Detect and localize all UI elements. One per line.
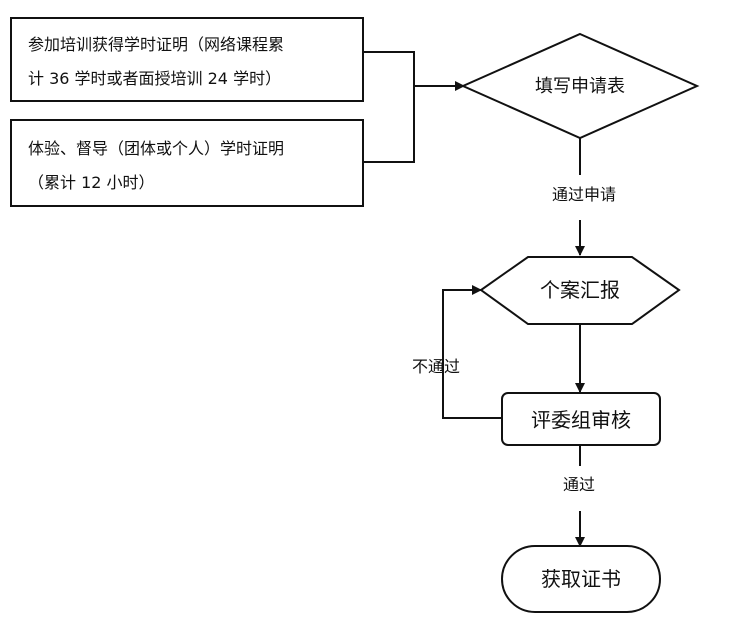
- case-report-hexagon: 个案汇报: [479, 256, 681, 325]
- cert-supervision-line1: 体验、督导（团体或个人）学时证明: [28, 139, 284, 158]
- cert-training-line1: 参加培训获得学时证明（网络课程累: [28, 35, 284, 54]
- cert-training-line2: 计 36 学时或者面授培训 24 学时）: [28, 69, 281, 88]
- case-report-label: 个案汇报: [540, 278, 620, 302]
- passed-label: 通过: [563, 475, 595, 494]
- cert-supervision-line2: （累计 12 小时）: [28, 173, 155, 192]
- fill-form-diamond: 填写申请表: [460, 32, 700, 140]
- committee-review-label: 评委组审核: [531, 408, 631, 432]
- get-certificate-terminal: 获取证书: [501, 545, 661, 613]
- not-passed-label: 不通过: [412, 357, 460, 376]
- cert-supervision-box: 体验、督导（团体或个人）学时证明 （累计 12 小时）: [10, 119, 364, 207]
- get-certificate-label: 获取证书: [541, 567, 621, 591]
- left-boxes-connector: [363, 51, 465, 163]
- arrow-to-certificate: 通过: [563, 445, 595, 547]
- cert-training-box: 参加培训获得学时证明（网络课程累 计 36 学时或者面授培训 24 学时）: [10, 17, 364, 102]
- fill-form-label: 填写申请表: [535, 76, 625, 97]
- pass-application-label: 通过申请: [552, 185, 616, 204]
- not-passed-loop: 不通过: [412, 285, 502, 419]
- arrow-to-case-report: 通过申请: [552, 138, 616, 256]
- committee-review-box: 评委组审核: [501, 392, 661, 446]
